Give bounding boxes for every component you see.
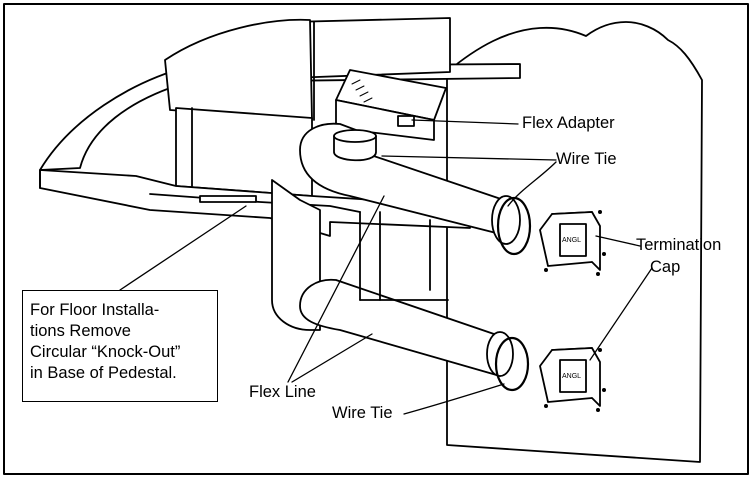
heater-body <box>175 107 313 197</box>
note-line: For Floor Installa- <box>30 301 160 319</box>
vent-cap-logo-icon: ANGL <box>562 373 581 380</box>
leader-termination-bottom <box>589 267 653 361</box>
label-wire-tie-bottom: Wire Tie <box>332 404 393 422</box>
note-line: in Base of Pedestal. <box>30 364 177 382</box>
diagram-frame <box>3 3 749 475</box>
label-wire-tie-top: Wire Tie <box>556 150 617 168</box>
pedestal-shell <box>39 63 521 171</box>
wire-tie-top-ring <box>496 196 532 256</box>
leader-flex-adapter <box>411 119 519 125</box>
label-flex-adapter: Flex Adapter <box>522 114 615 132</box>
knockout-slot <box>199 195 257 203</box>
flex-adapter-collar-top <box>333 129 377 143</box>
flex-adapter-connector <box>397 115 415 127</box>
blower-grille <box>351 79 373 103</box>
leader-knockout <box>119 205 247 291</box>
leader-lines <box>119 119 653 415</box>
floor-installation-note: For Floor Installa- tions Remove Circula… <box>22 290 218 402</box>
label-flex-line: Flex Line <box>249 383 316 401</box>
termination-cap-top: ANGL <box>539 210 606 276</box>
label-termination-line2: Cap <box>650 258 681 276</box>
leader-termination-top <box>595 235 641 247</box>
leader-wire-tie-top-ring <box>507 161 557 207</box>
vent-cap-logo-icon: ANGL <box>562 237 581 244</box>
leader-flex-line-a <box>287 195 385 383</box>
shell-top-curve <box>164 18 313 121</box>
termination-cap-bottom: ANGL <box>539 347 606 412</box>
leader-wire-tie-bottom <box>403 383 505 415</box>
note-line: Circular “Knock-Out” <box>30 343 181 361</box>
flex-line-lower-end <box>486 331 514 377</box>
base-platform <box>39 169 471 237</box>
note-line: tions Remove <box>30 322 131 340</box>
leader-wire-tie-top <box>381 155 557 161</box>
label-termination-line1: Termination <box>636 236 722 254</box>
wire-tie-bottom-ring <box>494 336 530 392</box>
leader-flex-line-b <box>291 333 373 383</box>
